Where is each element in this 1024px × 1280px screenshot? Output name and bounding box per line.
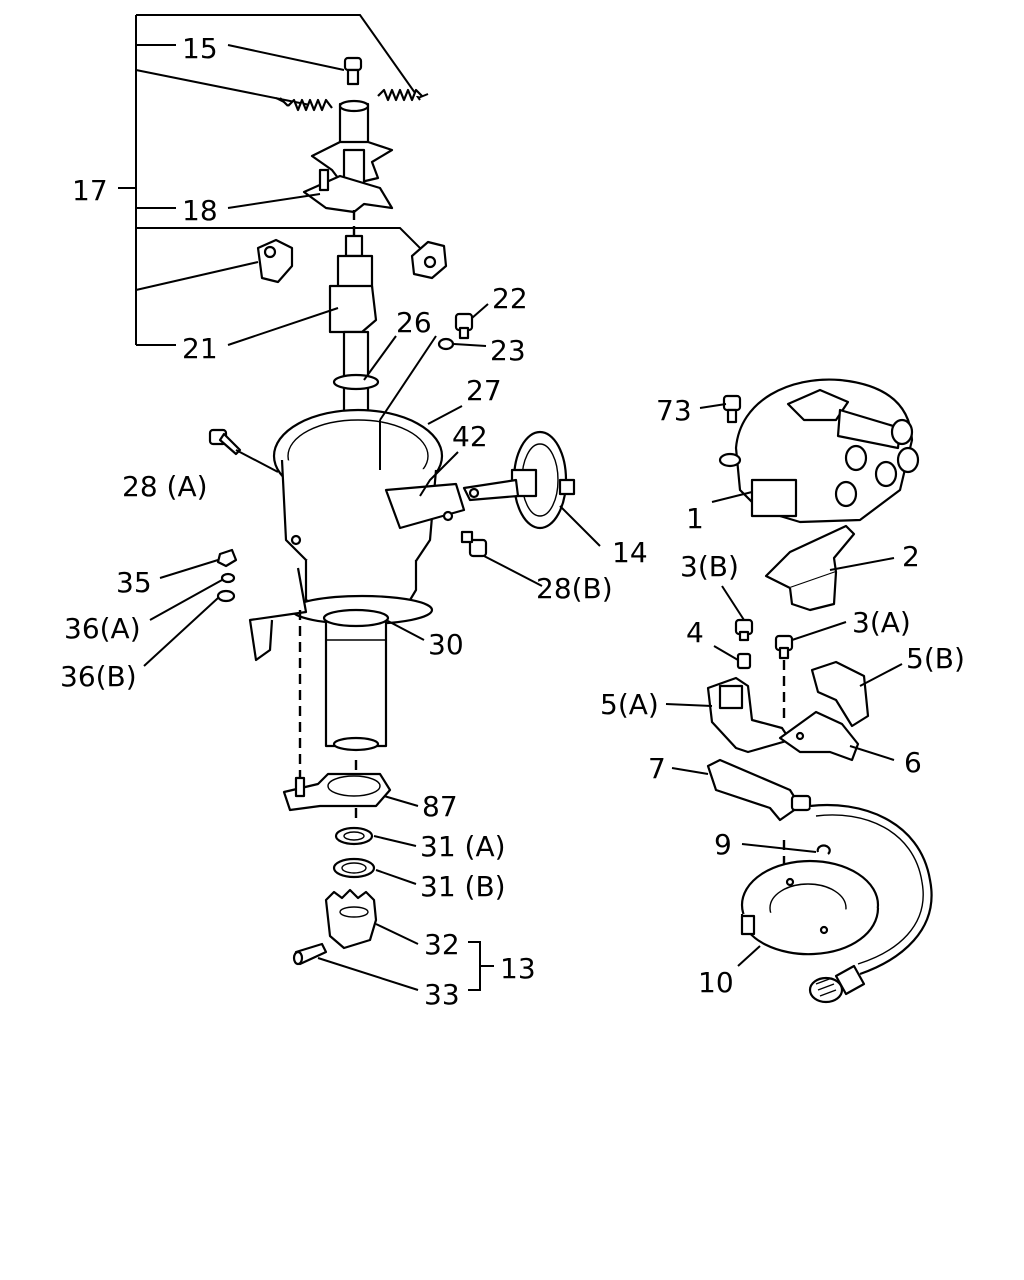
leader-lines [143, 44, 903, 991]
callout-23: 23 [490, 334, 526, 367]
callout-4: 4 [686, 616, 704, 649]
callout-28a: 28 (A) [122, 470, 208, 503]
screw-28a [208, 428, 242, 456]
spring-right [377, 88, 429, 102]
callout-28b: 28(B) [536, 572, 613, 605]
callout-26: 26 [396, 306, 432, 339]
cable-connector [808, 964, 866, 1004]
callout-31a: 31 (A) [420, 830, 506, 863]
pickup-5a [706, 676, 792, 754]
spacer-4 [736, 652, 752, 670]
callout-5b: 5(B) [906, 642, 965, 675]
pickup-5b [810, 660, 870, 728]
callout-15: 15 [182, 32, 218, 65]
bracket-7 [706, 758, 812, 822]
callout-5a: 5(A) [600, 688, 659, 721]
flange-87 [282, 772, 392, 812]
callout-32: 32 [424, 928, 460, 961]
screw-15 [343, 56, 363, 86]
ring-31a [334, 826, 374, 846]
callout-42: 42 [452, 420, 488, 453]
screw-3a [774, 634, 794, 660]
spring-left [275, 97, 333, 112]
callout-3b: 3(B) [680, 550, 739, 583]
callout-labels: 15 17 18 21 22 23 26 27 42 28 (A) 14 28(… [60, 32, 965, 1011]
washer-23 [437, 337, 455, 351]
callout-33: 33 [424, 978, 460, 1011]
callout-9: 9 [714, 828, 732, 861]
callout-10: 10 [698, 966, 734, 999]
screw-28b [460, 530, 488, 558]
callout-1: 1 [686, 502, 704, 535]
callout-17: 17 [72, 174, 108, 207]
callout-21: 21 [182, 332, 218, 365]
callout-6: 6 [904, 746, 922, 779]
snap-ring-9 [816, 844, 831, 855]
ring-31b [332, 857, 376, 879]
rotor-2 [764, 524, 856, 612]
governor-sleeve [310, 99, 394, 188]
washer-36b [216, 589, 236, 603]
screw-22 [454, 312, 474, 340]
vacuum-advance-14 [462, 430, 576, 530]
washer-36a [220, 572, 236, 584]
group-13-bracket [468, 941, 494, 991]
governor-weight-left [256, 238, 294, 284]
housing-sleeve-30 [322, 608, 390, 752]
drive-gear-32 [324, 888, 378, 950]
group-17-bracket [118, 14, 431, 346]
callout-18: 18 [182, 194, 218, 227]
callout-7: 7 [648, 752, 666, 785]
callout-73: 73 [656, 394, 692, 427]
callout-35: 35 [116, 566, 152, 599]
callout-14: 14 [612, 536, 648, 569]
callout-36a: 36(A) [64, 612, 141, 645]
callout-3a: 3(A) [852, 606, 911, 639]
governor-assembly [275, 56, 429, 236]
pin-33 [292, 942, 328, 966]
callout-31b: 31 (B) [420, 870, 506, 903]
nut-35 [216, 548, 238, 568]
distributor-cap-1 [718, 378, 920, 524]
callout-13: 13 [500, 952, 536, 985]
screw-3b [734, 618, 754, 642]
breaker-plate-10 [740, 859, 880, 956]
governor-weight-right [410, 240, 448, 280]
callout-87: 87 [422, 790, 458, 823]
screw-73 [722, 394, 742, 424]
weight-plate-18 [302, 168, 394, 214]
callout-22: 22 [492, 282, 528, 315]
callout-27: 27 [466, 374, 502, 407]
callout-36b: 36(B) [60, 660, 137, 693]
callout-30: 30 [428, 628, 464, 661]
callout-2: 2 [902, 540, 920, 573]
plate-6 [778, 710, 860, 762]
